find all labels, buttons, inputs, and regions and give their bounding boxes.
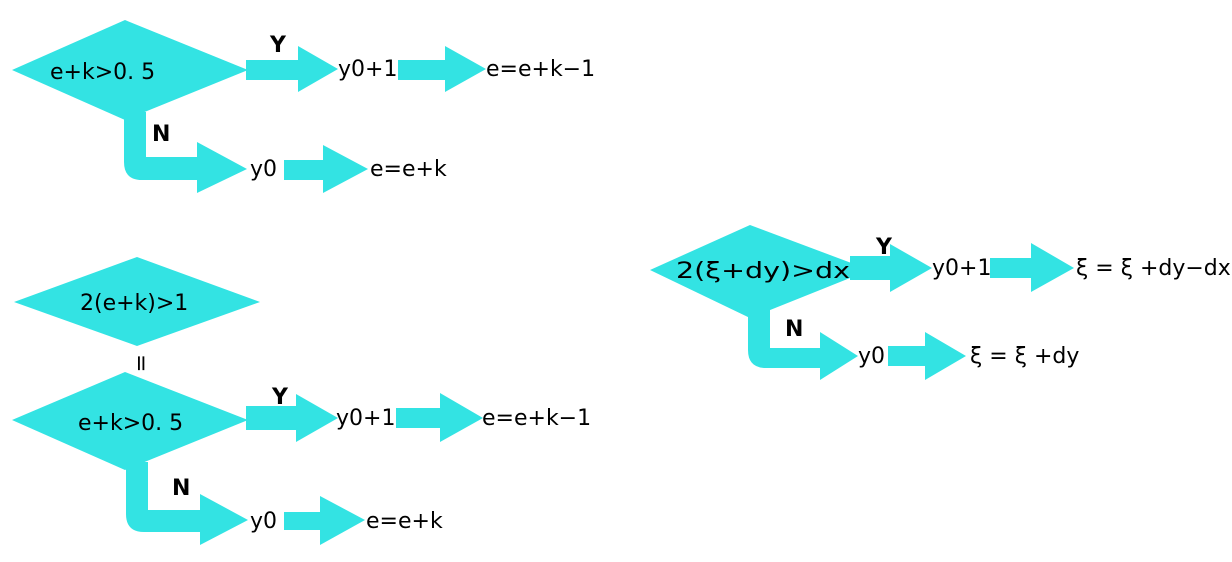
flow2-yes-step2: e=e+k−1 [482,406,591,431]
flow1-no-label: N [152,122,170,147]
flow3-no-label: N [785,317,803,342]
flow1-no-step2: e=e+k [370,157,447,182]
flow2-yes-step1: y0+1 [336,406,395,431]
flow2-top-diamond [14,257,260,346]
flow2-no-arrow [126,462,248,545]
flow3-no-arrow-2 [888,332,966,380]
flow3: 2(ξ+dy)>dx Y y0+1 ξ = ξ +dy−dx N y0 ξ = … [650,225,1231,380]
flow3-yes-step2: ξ = ξ +dy−dx [1076,256,1231,281]
flow3-yes-arrow [850,244,932,292]
flow2-no-arrow-2 [284,496,365,545]
flow2-equivalence-sign: = [128,354,153,372]
flow2-no-label: N [172,476,190,501]
flow2-yes-arrow-2 [396,393,483,442]
flow2-no-step2: e=e+k [366,509,443,534]
flow1-condition-text: e+k>0. 5 [50,60,155,85]
flow1-no-arrow [124,112,247,193]
flow2: 2(e+k)>1 = e+k>0. 5 Y y0+1 e=e+k−1 N y0 … [12,257,591,545]
flow2-yes-label: Y [271,385,289,410]
flow1-no-step1: y0 [250,157,277,182]
flow1-yes-arrow-2 [398,46,486,92]
flow3-yes-arrow-2 [990,243,1074,292]
flow3-no-arrow [748,310,858,380]
flow1: e+k>0. 5 Y y0+1 e=e+k−1 N y0 e=e+k [12,20,595,193]
flow3-yes-label: Y [875,235,893,260]
flow2-top-condition-text: 2(e+k)>1 [80,291,188,316]
flow2-no-step1: y0 [250,509,277,534]
flow2-condition-text: e+k>0. 5 [78,411,183,436]
flow3-yes-step1: y0+1 [932,256,991,281]
flow1-decision-diamond [12,20,248,120]
flow1-yes-arrow [246,46,338,92]
flow1-no-arrow-2 [284,145,368,193]
flow1-yes-label: Y [269,33,287,58]
flow3-no-step1: y0 [858,344,885,369]
flow3-condition-text: 2(ξ+dy)>dx [676,259,850,284]
flow1-yes-step2: e=e+k−1 [486,57,595,82]
flow2-decision-diamond [12,372,248,470]
flow1-yes-step1: y0+1 [338,57,397,82]
flow3-decision-diamond [650,225,870,318]
flow2-yes-arrow [246,394,338,442]
flow3-no-step2: ξ = ξ +dy [970,344,1079,369]
